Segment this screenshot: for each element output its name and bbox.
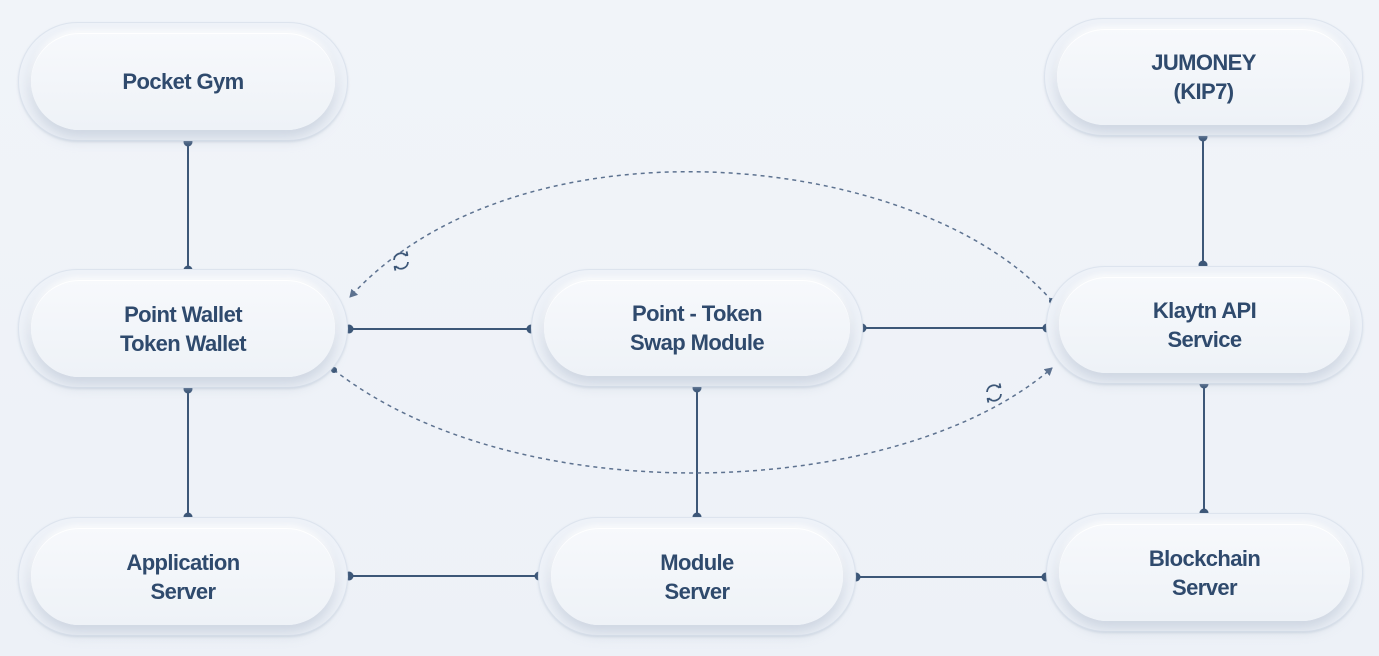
node-module-server-label-line1: Module: [660, 549, 734, 575]
node-klaytn-api-label-line2: Service: [1167, 327, 1242, 352]
sync-icon: [393, 251, 409, 271]
node-swap-module-label-line2: Swap Module: [630, 330, 765, 355]
node-app-server-label-line1: Application: [126, 549, 240, 575]
node-swap-module-label-line1: Point - Token: [632, 301, 763, 326]
node-klaytn-api-label-line1: Klaytn API: [1152, 298, 1257, 323]
node-swap-module: Point - Token Swap Module: [531, 269, 863, 387]
node-app-server: Application Server: [18, 517, 348, 636]
node-blockchain-server-pill: Blockchain Server: [1059, 524, 1350, 621]
node-jumoney-pill: JUMONEY (KIP7): [1057, 29, 1350, 125]
node-jumoney-label-line2: (KIP7): [1173, 79, 1235, 104]
node-jumoney-label-line1: JUMONEY: [1151, 50, 1256, 75]
node-app-server-pill: Application Server: [31, 528, 335, 625]
node-blockchain-server: Blockchain Server: [1046, 513, 1363, 632]
node-pocket-gym: Pocket Gym: [18, 22, 348, 141]
node-pocket-gym-label-line1: Pocket Gym: [122, 69, 244, 94]
node-pocket-gym-pill: Pocket Gym: [31, 33, 335, 130]
node-wallet-label-line2: Token Wallet: [119, 330, 247, 356]
node-app-server-label-line2: Server: [150, 578, 217, 604]
node-wallet: Point Wallet Token Wallet: [18, 269, 348, 388]
node-wallet-label-line1: Point Wallet: [124, 301, 242, 327]
node-module-server-pill: Module Server: [551, 528, 843, 625]
node-blockchain-server-label-line2: Server: [1172, 574, 1238, 600]
node-module-server-label-line2: Server: [664, 578, 731, 604]
node-wallet-pill: Point Wallet Token Wallet: [31, 280, 335, 377]
node-klaytn-api-pill: Klaytn API Service: [1059, 277, 1350, 373]
sync-icon: [986, 383, 1002, 403]
node-blockchain-server-label-line1: Blockchain: [1148, 545, 1261, 571]
node-module-server: Module Server: [538, 517, 856, 636]
node-klaytn-api: Klaytn API Service: [1046, 266, 1363, 384]
node-swap-module-pill: Point - Token Swap Module: [544, 280, 850, 376]
node-jumoney: JUMONEY (KIP7): [1044, 18, 1363, 136]
